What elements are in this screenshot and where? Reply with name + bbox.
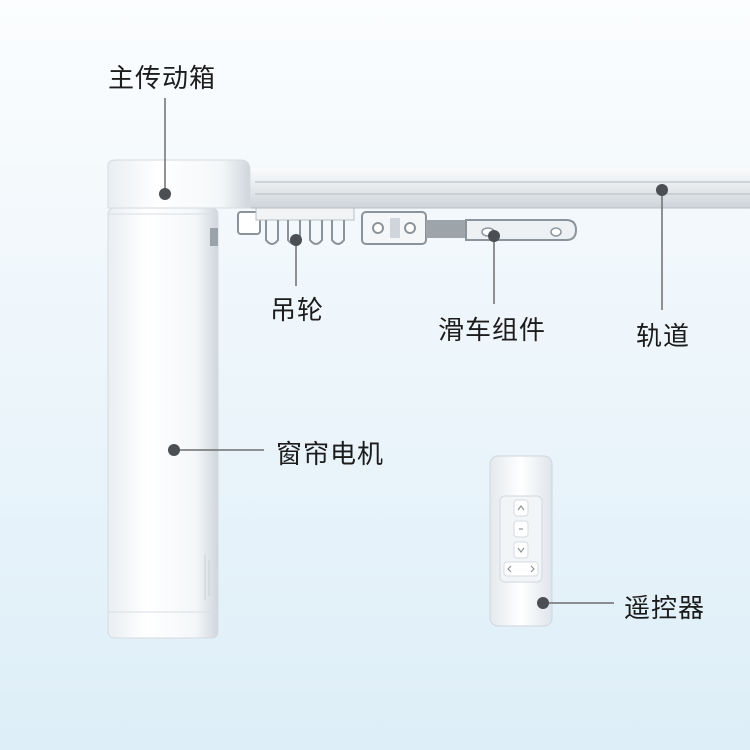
remote-buttons: [503, 499, 539, 577]
label-hanging-wheel: 吊轮: [270, 296, 325, 326]
trolley-assembly: [361, 211, 578, 245]
label-remote-control: 遥控器: [624, 594, 706, 624]
label-trolley-assembly: 滑车组件: [438, 316, 547, 346]
label-drive-box: 主传动箱: [108, 64, 217, 94]
remote-control: [489, 455, 553, 627]
label-track: 轨道: [636, 322, 691, 352]
leader-lines: [159, 98, 668, 609]
curtain-motor-body: [107, 159, 251, 639]
label-curtain-motor: 窗帘电机: [276, 440, 385, 470]
